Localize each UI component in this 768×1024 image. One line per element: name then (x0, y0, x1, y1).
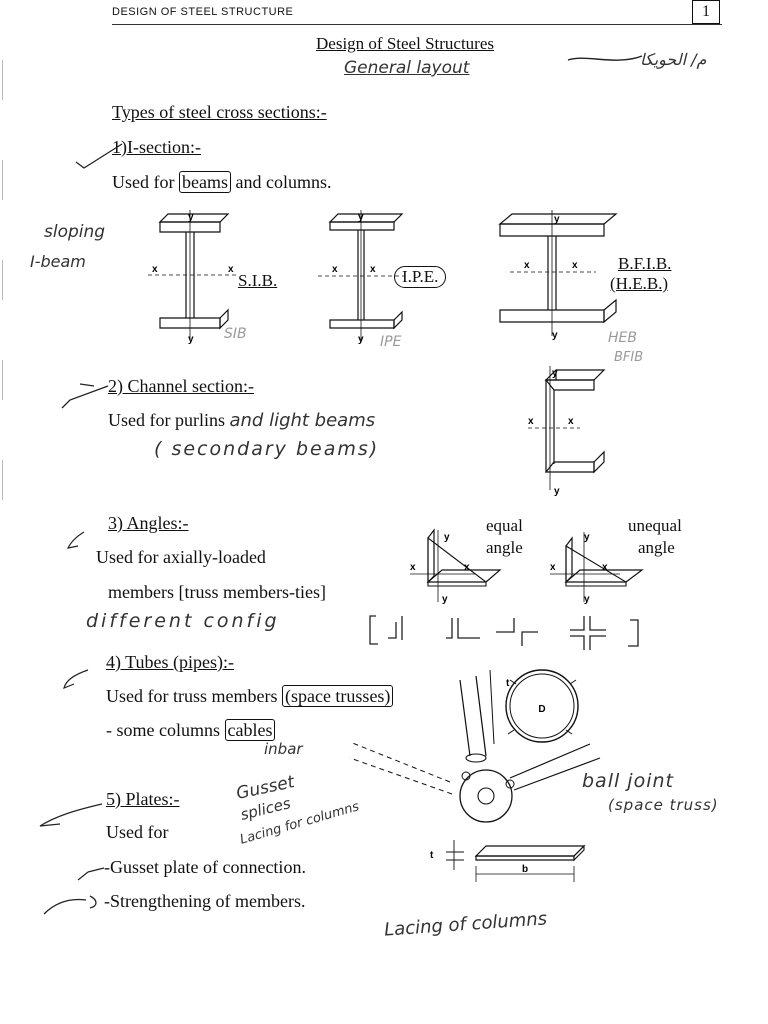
hand-mark (66, 531, 85, 549)
space-trusses-boxed: (space trusses) (281, 685, 394, 707)
binding-mark (2, 160, 11, 200)
axis-label-y: y (188, 212, 194, 223)
plates-heading: 5) Plates:- (106, 789, 180, 809)
equal-angle-drawing: y y x x (410, 528, 502, 605)
axis-label-x: x (550, 562, 556, 573)
plates-item-strengthening: -Strengthening of members. (104, 891, 306, 911)
angles-heading: 3) Angles:- (108, 513, 189, 533)
running-header: DESIGN OF STEEL STRUCTURE (112, 6, 294, 18)
channel-usage: Used for purlins and light beams (108, 410, 376, 431)
axis-label-y: y (584, 594, 590, 605)
checkmark-icon (75, 143, 123, 169)
tubes-line-2: - some columns cables (106, 719, 276, 741)
truss-members-ties: [truss members-ties] (178, 582, 326, 602)
tubes-heading: 4) Tubes (pipes):- (106, 652, 235, 672)
heb-section-drawing: y y x x (498, 210, 618, 341)
tube-and-ball-joint-drawing: D t (349, 669, 601, 823)
axis-label-y: y (444, 532, 450, 543)
checkmark-icon (61, 383, 109, 409)
tubes-line-1: Used for truss members (space trusses) (106, 685, 394, 707)
axis-label-x: x (228, 264, 234, 275)
ball-joint-note: ball joint (582, 770, 674, 792)
unequal-angle-drawing: y y x x (550, 532, 644, 605)
plates-hand-lacing-of-columns: Lacing of columns (383, 908, 548, 941)
unequal-angle-label-2: angle (638, 538, 675, 557)
angle-configurations-sketch (369, 615, 639, 650)
plate-thickness-label: t (430, 850, 434, 861)
beams-boxed: beams (178, 171, 231, 193)
binding-mark (2, 460, 11, 500)
binding-mark (2, 260, 11, 300)
cables-boxed: cables (224, 719, 276, 741)
hand-mark (39, 803, 103, 827)
section-heading: Types of steel cross sections:- (112, 102, 327, 122)
i-section-usage: Used for beams and columns. (112, 171, 332, 193)
unequal-angle-label-1: unequal (628, 516, 682, 535)
axis-label-y: y (554, 486, 560, 497)
ipe-label: I.P.E. (394, 266, 447, 288)
hand-mark (43, 895, 97, 915)
axis-label-x: x (152, 264, 158, 275)
tubes-hand-note: inbar (264, 740, 303, 758)
equal-angle-label-2: angle (486, 538, 523, 557)
page-number: 1 (692, 0, 720, 24)
plate-drawing: t b (430, 840, 586, 882)
axis-label-x: x (568, 416, 574, 427)
ipe-section-drawing: y y x x (318, 210, 404, 345)
plates-used-for: Used for (106, 822, 169, 842)
angles-line-1: Used for axially-loaded (96, 547, 266, 567)
channel-hand-note: ( secondary beams) (154, 438, 380, 460)
hand-mark (63, 669, 89, 689)
axis-label-x: x (602, 562, 608, 573)
axis-label-y: y (442, 594, 448, 605)
angles-line-2: members [truss members-ties] (108, 582, 326, 602)
binding-mark (2, 360, 11, 400)
axis-label-x: x (332, 264, 338, 275)
plate-width-label: b (522, 864, 528, 875)
axis-label-y: y (358, 334, 364, 345)
axis-label-x: x (524, 260, 530, 271)
sib-section-drawing: y y x x (148, 210, 236, 345)
sib-label: S.I.B. (238, 271, 278, 290)
axis-label-y: y (552, 368, 558, 379)
axis-label-x: x (464, 562, 470, 573)
diameter-label: D (538, 704, 545, 715)
header-rule (112, 24, 722, 25)
arabic-author-note: م/ الحويكا (640, 50, 707, 69)
equal-angle-label-1: equal (486, 516, 523, 535)
handwritten-arrow (567, 55, 643, 61)
heb-label: (H.E.B.) (610, 274, 669, 293)
channel-heading: 2) Channel section:- (108, 376, 254, 396)
axis-label-y: y (552, 330, 558, 341)
handwritten-subtitle: General layout (344, 58, 470, 78)
i-section-heading: 1)I-section:- (112, 137, 201, 157)
axis-label-x: x (370, 264, 376, 275)
axis-label-y: y (358, 212, 364, 223)
channel-section-drawing: y y x x (528, 366, 606, 497)
binding-mark (2, 60, 11, 100)
hand-mark (77, 867, 105, 881)
faint-note: IPE (380, 334, 402, 350)
axis-label-y: y (554, 214, 560, 225)
margin-note-i-beam: I-beam (30, 252, 86, 271)
axis-label-x: x (572, 260, 578, 271)
faint-note: SIB (224, 326, 247, 342)
axis-label-x: x (528, 416, 534, 427)
faint-note: HEB (608, 330, 637, 346)
faint-note: BFIB (614, 350, 644, 365)
axis-label-x: x (410, 562, 416, 573)
axis-label-y: y (188, 334, 194, 345)
document-title: Design of Steel Structures (316, 34, 494, 53)
angles-hand-note: different config (86, 610, 280, 632)
thickness-label: t (506, 678, 510, 689)
axis-label-y: y (584, 532, 590, 543)
plates-item-gusset: -Gusset plate of connection. (104, 857, 306, 877)
bfib-label: B.F.I.B. (618, 254, 672, 273)
space-truss-note: (space truss) (608, 796, 719, 814)
margin-note-sloping: sloping (44, 222, 106, 242)
